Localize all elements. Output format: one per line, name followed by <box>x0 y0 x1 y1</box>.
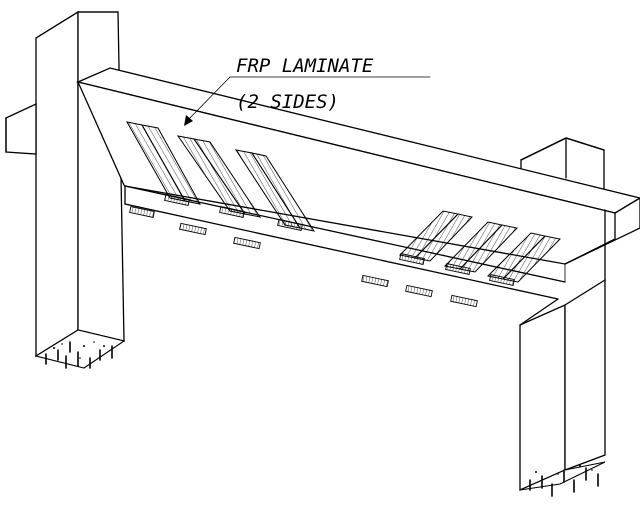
frp-strips-right <box>398 210 562 283</box>
callout-label-line1: FRP LAMINATE <box>236 55 374 77</box>
right-footing-anchors <box>519 461 606 497</box>
frp-strips-left <box>126 121 316 232</box>
left-column <box>5 10 125 358</box>
left-footing-anchors <box>34 329 126 369</box>
callout-label-line2: (2 SIDES) <box>236 91 339 113</box>
frp-anchor-pads <box>129 194 515 308</box>
beam <box>75 67 640 300</box>
callout-leader <box>184 76 431 126</box>
